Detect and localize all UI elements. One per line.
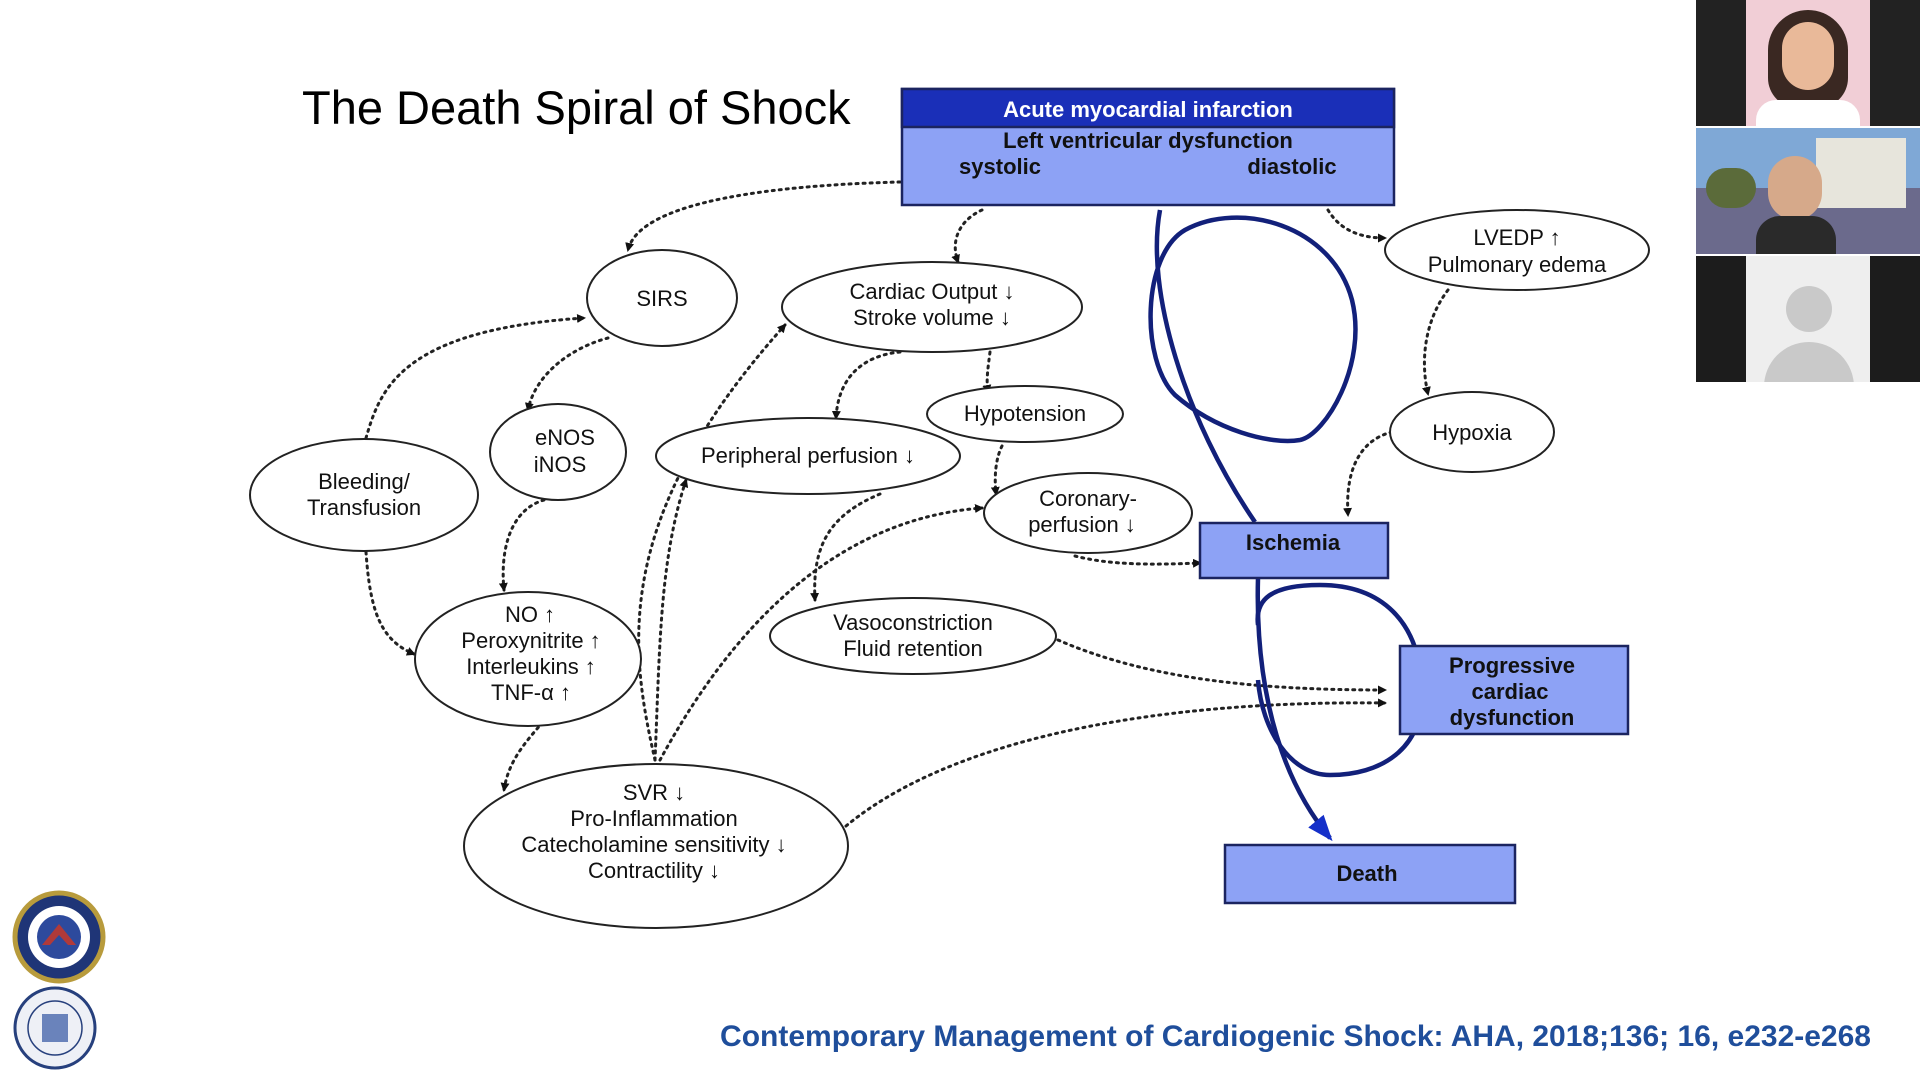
slide-title: The Death Spiral of Shock (302, 81, 851, 134)
va-seal-logo (12, 890, 106, 984)
ischemia-box: Ischemia (1198, 521, 1390, 580)
diastolic-label: diastolic (1247, 154, 1336, 179)
svg-text:iNOS: iNOS (534, 452, 587, 477)
lv-dysfunction-label: Left ventricular dysfunction (1003, 128, 1293, 153)
svg-text:cardiac: cardiac (1471, 679, 1548, 704)
svg-text:TNF-α ↑: TNF-α ↑ (491, 680, 571, 705)
vasoconstriction-node: Vasoconstriction Fluid retention (769, 597, 1057, 675)
progressive-dysfunction-box: Progressive cardiac dysfunction (1398, 644, 1630, 736)
svg-text:dysfunction: dysfunction (1450, 705, 1575, 730)
svg-text:Progressive: Progressive (1449, 653, 1575, 678)
coronary-perfusion-node: Coronary- perfusion ↓ (983, 472, 1193, 554)
connector-arrows (364, 180, 1450, 828)
svg-text:Coronary-: Coronary- (1039, 486, 1137, 511)
svg-text:Vasoconstriction: Vasoconstriction (833, 610, 993, 635)
hypotension-node: Hypotension (926, 385, 1124, 443)
svg-text:Ischemia: Ischemia (1246, 530, 1341, 555)
participant-video-2[interactable] (1696, 128, 1920, 254)
acute-mi-box: Acute myocardial infarction Left ventric… (900, 87, 1396, 207)
no-cytokines-node: NO ↑ Peroxynitrite ↑ Interleukins ↑ TNF-… (414, 591, 642, 727)
svg-text:SIRS: SIRS (636, 286, 687, 311)
svg-text:Peroxynitrite ↑: Peroxynitrite ↑ (461, 628, 600, 653)
svg-text:eNOS: eNOS (535, 425, 595, 450)
acute-mi-header: Acute myocardial infarction (1003, 97, 1293, 122)
svg-text:Stroke volume ↓: Stroke volume ↓ (853, 305, 1011, 330)
svg-text:Transfusion: Transfusion (307, 495, 421, 520)
svg-text:Hypoxia: Hypoxia (1432, 420, 1512, 445)
svg-text:SVR ↓: SVR ↓ (623, 780, 685, 805)
svg-text:Bleeding/: Bleeding/ (318, 469, 411, 494)
svg-text:Pulmonary edema: Pulmonary edema (1428, 252, 1607, 277)
svg-text:Peripheral perfusion ↓: Peripheral perfusion ↓ (701, 443, 915, 468)
death-box: Death (1223, 843, 1517, 905)
participant-placeholder-3 (1746, 256, 1870, 382)
svg-text:Catecholamine sensitivity ↓: Catecholamine sensitivity ↓ (521, 832, 786, 857)
svg-text:Contractility ↓: Contractility ↓ (588, 858, 720, 883)
university-of-california-seal-logo (13, 986, 97, 1070)
lvedp-node: LVEDP ↑ Pulmonary edema (1384, 209, 1650, 291)
hypoxia-node: Hypoxia (1389, 391, 1555, 473)
svg-text:LVEDP ↑: LVEDP ↑ (1473, 225, 1560, 250)
participant-video-1[interactable] (1696, 0, 1920, 126)
svg-text:Death: Death (1336, 861, 1397, 886)
sirs-node: SIRS (586, 249, 738, 347)
death-spiral (1148, 209, 1425, 842)
svg-text:Pro-Inflammation: Pro-Inflammation (570, 806, 738, 831)
cardiac-output-node: Cardiac Output ↓ Stroke volume ↓ (781, 261, 1083, 353)
svg-text:NO ↑: NO ↑ (505, 602, 555, 627)
peripheral-perfusion-node: Peripheral perfusion ↓ (655, 417, 961, 495)
participant-video-3[interactable] (1696, 256, 1920, 382)
reference-citation: Contemporary Management of Cardiogenic S… (720, 1020, 1871, 1053)
user-avatar-icon (1786, 286, 1832, 332)
svg-text:Hypotension: Hypotension (964, 401, 1086, 426)
enos-inos-node: eNOS iNOS (489, 403, 627, 501)
participant-avatar-2 (1768, 156, 1822, 220)
svg-text:perfusion ↓: perfusion ↓ (1028, 512, 1136, 537)
bleeding-transfusion-node: Bleeding/ Transfusion (249, 438, 479, 552)
systolic-label: systolic (959, 154, 1041, 179)
svr-node: SVR ↓ Pro-Inflammation Catecholamine sen… (463, 763, 849, 929)
svg-text:Interleukins ↑: Interleukins ↑ (466, 654, 596, 679)
svg-text:Fluid retention: Fluid retention (843, 636, 982, 661)
svg-text:Cardiac Output ↓: Cardiac Output ↓ (849, 279, 1014, 304)
participant-avatar-1 (1746, 0, 1870, 126)
